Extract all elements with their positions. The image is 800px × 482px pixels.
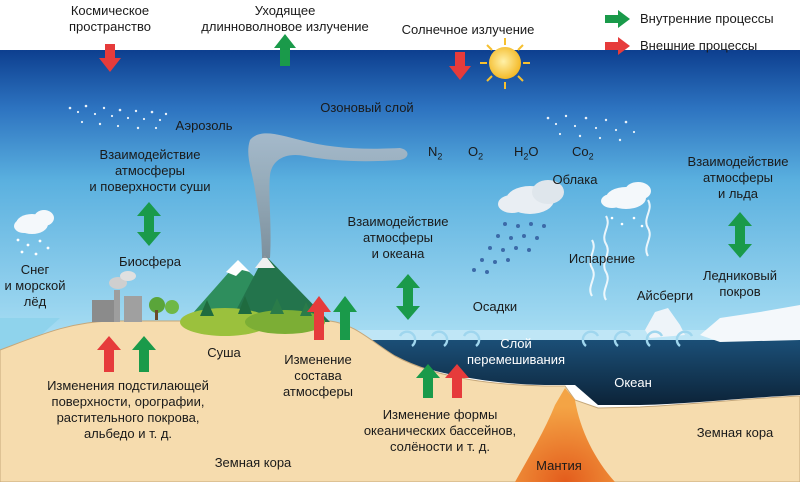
- legend-external-arrow-icon: [605, 37, 630, 55]
- snow-cap: [226, 260, 250, 276]
- gas-h2o: H2O: [514, 144, 539, 162]
- label-land: Суша: [207, 345, 241, 360]
- label-atmosphere-ice: Взаимодействие атмосферы и льда: [687, 154, 789, 201]
- label-surface-change: Изменения подстилающей поверхности, орог…: [47, 378, 209, 441]
- gas-n2: N2: [428, 144, 443, 162]
- label-glacier-cover: Ледниковый покров: [702, 268, 778, 299]
- internal-arrows: [132, 34, 752, 398]
- legend-internal-label: Внутренние процессы: [640, 11, 774, 26]
- atmosphere: [0, 50, 800, 340]
- label-outgoing-radiation: Уходящее длинноволновое излучение: [201, 3, 369, 34]
- label-composition-change: Изменение состава атмосферы: [282, 352, 354, 399]
- label-ocean: Океан: [614, 375, 652, 390]
- header-band: [0, 0, 800, 50]
- cloud-icon-right: [601, 182, 651, 228]
- label-evaporation: Испарение: [568, 251, 636, 266]
- legend-external-label: Внешние процессы: [640, 38, 758, 53]
- factory-icon: [92, 271, 142, 322]
- rain-cloud-icon: [472, 180, 564, 274]
- label-precipitation: Осадки: [472, 299, 518, 314]
- cloud-icon-left: [14, 210, 54, 256]
- label-solar-radiation: Солнечное излучение: [401, 22, 535, 37]
- glacier-ice: [700, 305, 800, 342]
- sun-icon: [480, 38, 530, 89]
- label-mixing-layer: Слой перемешивания: [466, 336, 566, 367]
- volcano-smoke: [248, 133, 408, 258]
- aerosol-particles: [68, 104, 636, 142]
- left-sea: [0, 318, 60, 352]
- label-biosphere: Биосфера: [119, 254, 181, 269]
- label-mantle: Мантия: [536, 458, 582, 473]
- label-land-atmosphere: Взаимодействие атмосферы и поверхности с…: [89, 147, 211, 194]
- label-earth-crust-right: Земная кора: [696, 425, 774, 440]
- label-earth-crust-left: Земная кора: [214, 455, 292, 470]
- mantle-plume: [515, 388, 615, 482]
- snow-cap-2: [255, 255, 275, 268]
- mixing-swirls: [398, 330, 694, 347]
- label-ocean-basin-change: Изменение формы океанических бассейнов, …: [363, 407, 517, 454]
- external-arrows: [97, 44, 471, 398]
- legend-internal-arrow-icon: [605, 10, 630, 28]
- label-clouds: Облака: [552, 172, 598, 187]
- label-icebergs: Айсберги: [636, 288, 694, 303]
- label-ozone-layer: Озоновый слой: [320, 100, 414, 115]
- gas-o2: O2: [468, 144, 484, 162]
- label-atmosphere-ocean: Взаимодействие атмосферы и океана: [347, 214, 449, 261]
- label-snow-sea-ice: Снег и морской лёд: [4, 262, 66, 309]
- label-aerosol: Аэрозоль: [175, 118, 233, 133]
- label-outer-space: Космическое пространство: [68, 3, 152, 34]
- hill-2: [245, 310, 325, 334]
- ocean-body: [345, 340, 800, 405]
- trees: [149, 296, 312, 320]
- gas-co2: Co2: [572, 144, 594, 162]
- evaporation-wisps: [589, 199, 651, 301]
